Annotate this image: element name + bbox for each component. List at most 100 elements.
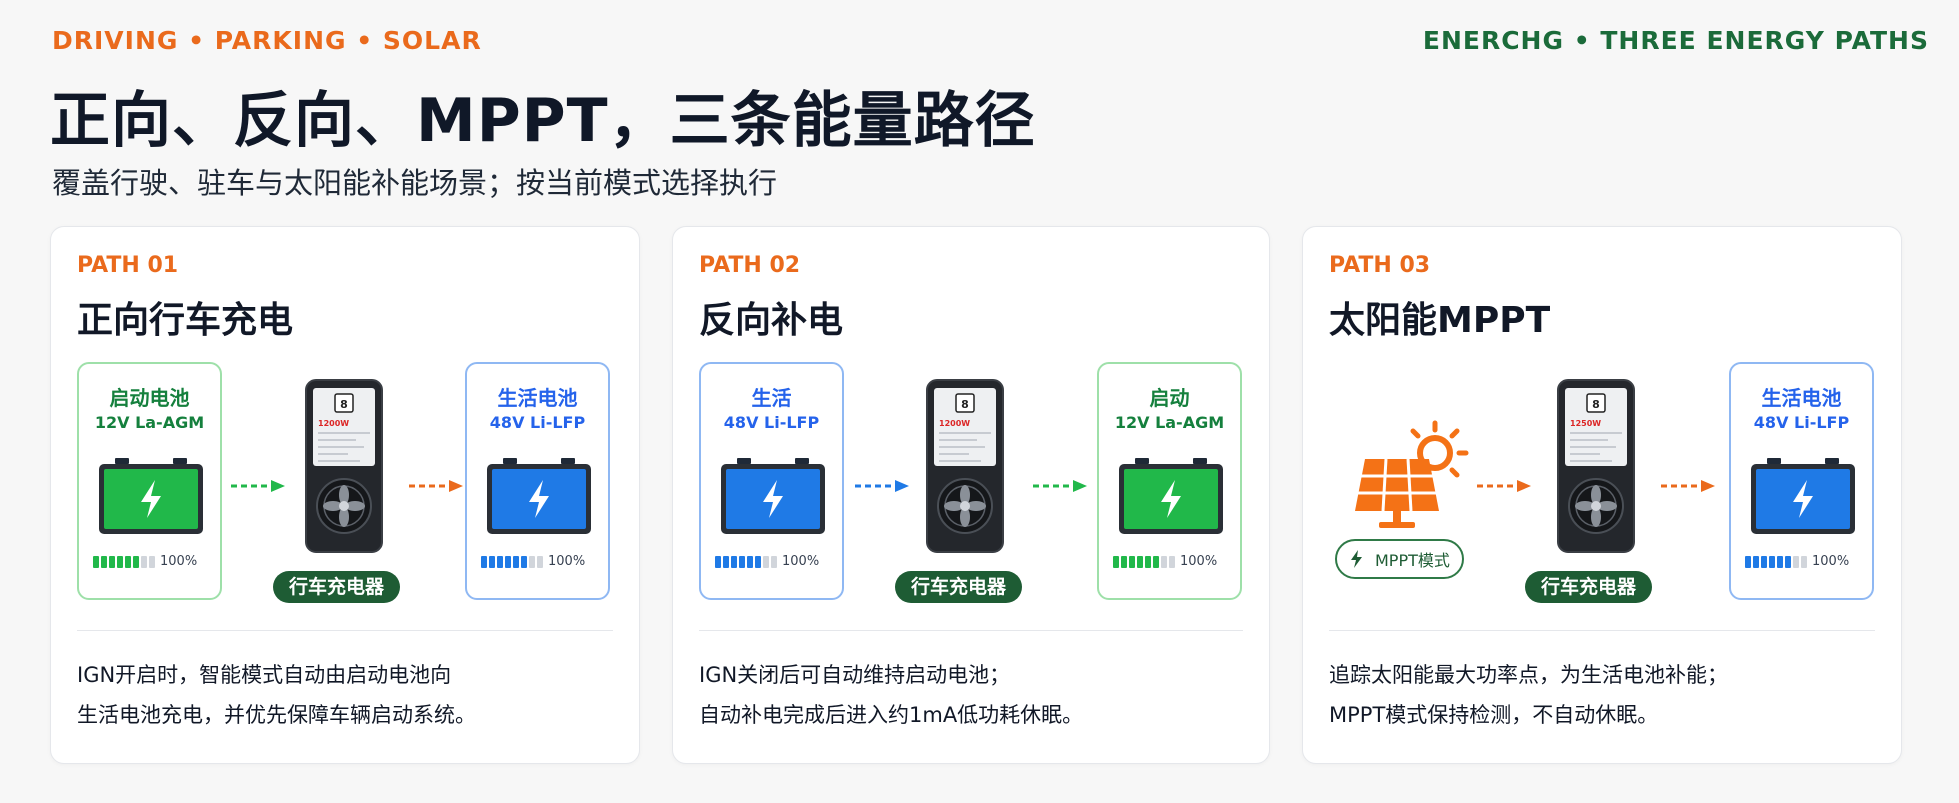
dashed-arrow-right-icon bbox=[1477, 480, 1531, 492]
target-battery: 生活电池 48V Li-LFP 100% bbox=[465, 362, 610, 600]
card-description: IGN开启时，智能模式自动由启动电池向 生活电池充电，并优先保障车辆启动系统。 bbox=[77, 655, 476, 735]
battery-name: 生活电池 bbox=[1761, 386, 1842, 410]
mppt-mode-badge: MPPT模式 bbox=[1335, 539, 1464, 579]
battery-spec: 12V La-AGM bbox=[94, 413, 205, 432]
level-segment bbox=[739, 555, 745, 568]
level-segment bbox=[1793, 555, 1799, 568]
header-tagline: DRIVING • PARKING • SOLAR bbox=[52, 26, 482, 55]
level-segment bbox=[1137, 555, 1143, 568]
level-segment bbox=[1153, 555, 1159, 568]
level-segment bbox=[521, 555, 527, 568]
path-label: PATH 03 bbox=[1329, 253, 1431, 278]
description-line: 追踪太阳能最大功率点，为生活电池补能； bbox=[1329, 663, 1728, 687]
level-segment bbox=[1753, 555, 1759, 568]
level-segment bbox=[537, 555, 543, 568]
svg-text:8: 8 bbox=[961, 398, 969, 411]
path-card-1: PATH 01 正向行车充电 启动电池 12V La-AGM 100% 8 120… bbox=[50, 226, 640, 764]
level-segment bbox=[723, 555, 729, 568]
battery-spec: 48V Li-LFP bbox=[489, 413, 586, 432]
page-subtitle: 覆盖行驶、驻车与太阳能补能场景；按当前模式选择执行 bbox=[52, 166, 778, 200]
battery-percent: 100% bbox=[548, 554, 586, 569]
device-power-text: 1200W bbox=[318, 419, 349, 428]
dashed-arrow-right-icon bbox=[1033, 480, 1087, 492]
charger-device-icon: 8 1200W bbox=[304, 378, 384, 558]
battery-level: 100% bbox=[715, 554, 819, 569]
level-segment bbox=[1121, 555, 1127, 568]
battery-icon bbox=[719, 458, 827, 540]
level-segment bbox=[1769, 555, 1775, 568]
dashed-arrow-right-icon bbox=[231, 480, 285, 492]
charger-device-icon: 8 1200W bbox=[925, 378, 1005, 558]
battery-name: 启动电池 bbox=[109, 386, 190, 410]
battery-percent: 100% bbox=[1812, 554, 1850, 569]
battery-spec: 12V La-AGM bbox=[1114, 413, 1225, 432]
level-segment bbox=[1785, 555, 1791, 568]
description-line: IGN开启时，智能模式自动由启动电池向 bbox=[77, 663, 452, 687]
divider bbox=[77, 630, 613, 631]
device-power-text: 1200W bbox=[939, 419, 970, 428]
description-line: 生活电池充电，并优先保障车辆启动系统。 bbox=[77, 703, 476, 727]
level-segment bbox=[93, 555, 99, 568]
description-line: 自动补电完成后进入约1mA低功耗休眠。 bbox=[699, 703, 1084, 727]
level-segment bbox=[481, 555, 487, 568]
target-battery: 启动 12V La-AGM 100% bbox=[1097, 362, 1242, 600]
level-segment bbox=[117, 555, 123, 568]
device-label: 行车充电器 bbox=[273, 571, 401, 603]
level-segment bbox=[1777, 555, 1783, 568]
page-title: 正向、反向、MPPT，三条能量路径 bbox=[50, 86, 1036, 156]
source-battery: 生活 48V Li-LFP 100% bbox=[699, 362, 844, 600]
level-segment bbox=[747, 555, 753, 568]
mppt-badge-label: MPPT模式 bbox=[1375, 551, 1450, 570]
path-label: PATH 01 bbox=[77, 253, 179, 278]
level-segment bbox=[1145, 555, 1151, 568]
level-segment bbox=[1801, 555, 1807, 568]
battery-name: 生活电池 bbox=[497, 386, 578, 410]
level-segment bbox=[125, 555, 131, 568]
level-segment bbox=[133, 555, 139, 568]
level-segment bbox=[1761, 555, 1767, 568]
divider bbox=[1329, 630, 1875, 631]
path-card-2: PATH 02 反向补电 生活 48V Li-LFP 100% 8 1200W 行… bbox=[672, 226, 1270, 764]
battery-name: 启动 bbox=[1149, 386, 1190, 410]
level-segment bbox=[489, 555, 495, 568]
target-battery: 生活电池 48V Li-LFP 100% bbox=[1729, 362, 1874, 600]
level-segment bbox=[1113, 555, 1119, 568]
path-label: PATH 02 bbox=[699, 253, 801, 278]
level-segment bbox=[101, 555, 107, 568]
level-segment bbox=[755, 555, 761, 568]
battery-name: 生活 bbox=[751, 386, 792, 410]
card-title: 反向补电 bbox=[699, 300, 844, 341]
level-segment bbox=[715, 555, 721, 568]
card-description: 追踪太阳能最大功率点，为生活电池补能； MPPT模式保持检测，不自动休眠。 bbox=[1329, 655, 1728, 735]
battery-level: 100% bbox=[481, 554, 585, 569]
card-title: 太阳能MPPT bbox=[1329, 300, 1551, 341]
card-title: 正向行车充电 bbox=[77, 300, 294, 341]
description-line: MPPT模式保持检测，不自动休眠。 bbox=[1329, 703, 1659, 727]
divider bbox=[699, 630, 1243, 631]
source-battery: 启动电池 12V La-AGM 100% bbox=[77, 362, 222, 600]
level-segment bbox=[1129, 555, 1135, 568]
battery-percent: 100% bbox=[1180, 554, 1218, 569]
dashed-arrow-right-icon bbox=[855, 480, 909, 492]
battery-spec: 48V Li-LFP bbox=[1753, 413, 1850, 432]
battery-percent: 100% bbox=[782, 554, 820, 569]
battery-percent: 100% bbox=[160, 554, 198, 569]
battery-icon bbox=[97, 458, 205, 540]
card-description: IGN关闭后可自动维持启动电池； 自动补电完成后进入约1mA低功耗休眠。 bbox=[699, 655, 1083, 735]
description-line: IGN关闭后可自动维持启动电池； bbox=[699, 663, 1011, 687]
level-segment bbox=[529, 555, 535, 568]
level-segment bbox=[1161, 555, 1167, 568]
svg-text:8: 8 bbox=[340, 398, 348, 411]
battery-icon bbox=[1117, 458, 1225, 540]
brand-label: ENERCHG • THREE ENERGY PATHS bbox=[1422, 26, 1929, 55]
battery-level: 100% bbox=[93, 554, 197, 569]
level-segment bbox=[505, 555, 511, 568]
solar-panel-icon bbox=[1355, 420, 1469, 528]
svg-text:8: 8 bbox=[1592, 398, 1600, 411]
dashed-arrow-right-icon bbox=[1661, 480, 1715, 492]
device-label: 行车充电器 bbox=[895, 571, 1023, 603]
level-segment bbox=[109, 555, 115, 568]
battery-icon bbox=[485, 458, 593, 540]
level-segment bbox=[731, 555, 737, 568]
